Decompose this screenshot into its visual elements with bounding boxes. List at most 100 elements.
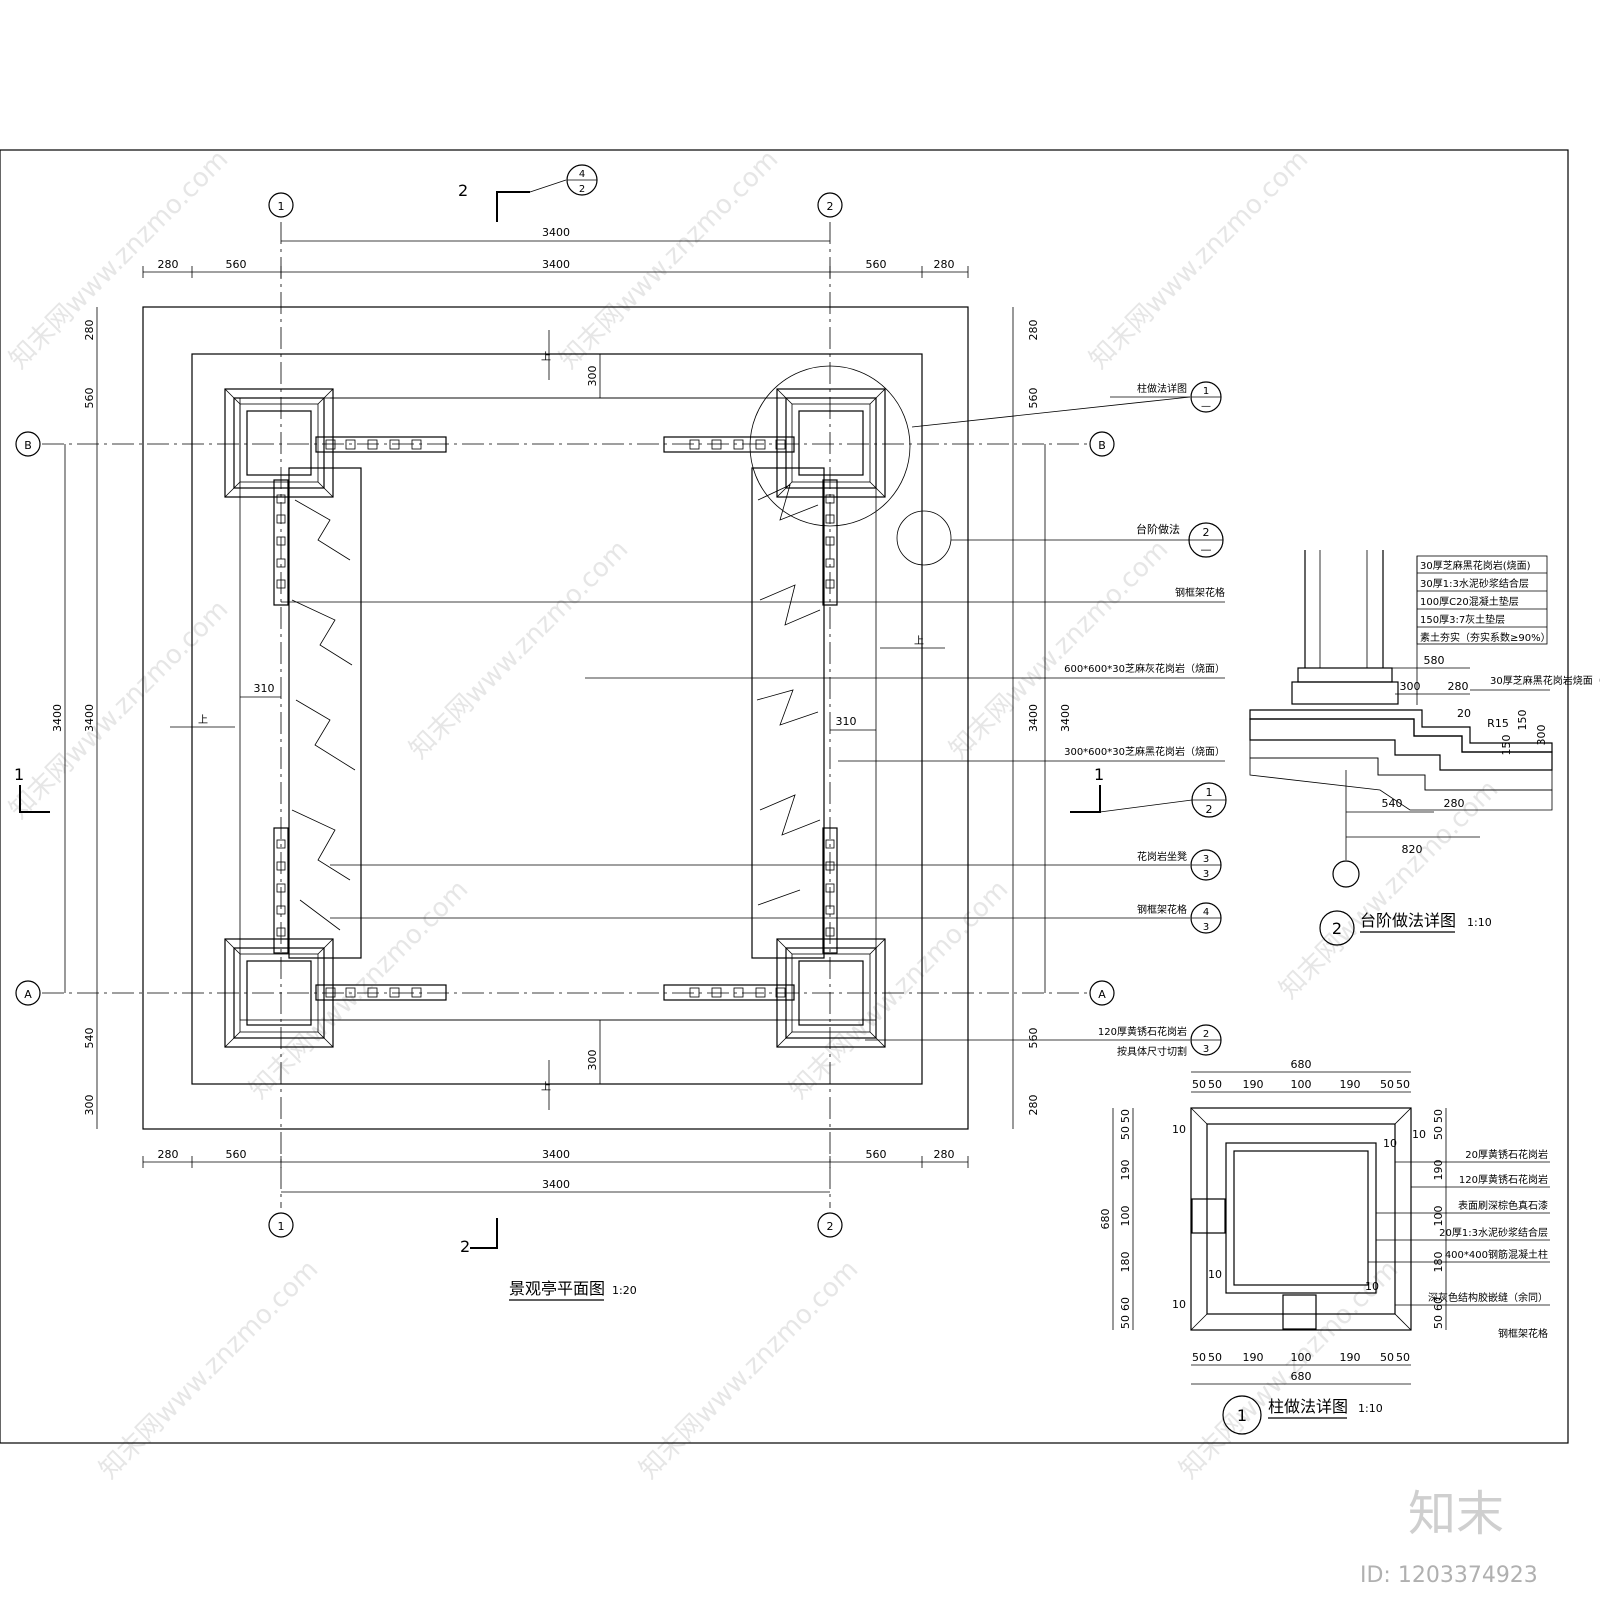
dim-3400: 3400 (83, 704, 96, 732)
dim-50: 50 (1119, 1126, 1132, 1140)
dim-190: 190 (1243, 1351, 1264, 1364)
plan-scale: 1:20 (612, 1284, 637, 1297)
dim-3400: 3400 (1027, 704, 1040, 732)
callout-den: — (1201, 543, 1212, 556)
column-label: 表面刷深棕色真石漆 (1458, 1199, 1548, 1212)
dim-310: 310 (254, 682, 275, 695)
column-b2 (776, 388, 886, 498)
dim-50: 50 (1208, 1351, 1222, 1364)
watermark-text: 知末网www.znzmo.com (554, 144, 785, 375)
dim-300: 300 (1400, 680, 1421, 693)
dim-560: 560 (866, 258, 887, 271)
callout-num: 3 (1203, 854, 1209, 865)
callout-num: 4 (1203, 907, 1209, 918)
dim-300: 300 (83, 1095, 96, 1116)
dim-60: 60 (1432, 1297, 1445, 1311)
up-mark: 上 (541, 1081, 551, 1093)
granite-bench-left (288, 467, 362, 959)
axis-bubble-A: A (1098, 988, 1106, 1001)
callout-num: 1 (1203, 386, 1209, 397)
layer-table: 30厚芝麻黑花岗岩(烧面) 30厚1:3水泥砂浆结合层 100厚C20混凝土垫层… (1416, 555, 1551, 705)
dim-280: 280 (934, 1148, 955, 1161)
dim-3400: 3400 (1059, 704, 1072, 732)
section-label-1: 1 (1094, 765, 1104, 784)
dim-20: 20 (1457, 707, 1471, 720)
dim-820: 820 (1402, 843, 1423, 856)
dim-280: 280 (1448, 680, 1469, 693)
column-detail-title: 柱做法详图 (1268, 1397, 1348, 1416)
column-detail-number: 1 (1237, 1406, 1247, 1425)
watermark-text: 知末网www.znzmo.com (244, 874, 475, 1105)
callout-text: 300*600*30芝麻黑花岗岩（烧面） (1064, 745, 1225, 758)
step-detail-number: 2 (1332, 919, 1342, 938)
dim-560: 560 (226, 1148, 247, 1161)
dim-280: 280 (934, 258, 955, 271)
column-label: 20厚1:3水泥砂浆结合层 (1439, 1226, 1548, 1239)
dim-3400: 3400 (51, 704, 64, 732)
dim-540: 540 (1382, 797, 1403, 810)
dim-3400: 3400 (542, 258, 570, 271)
dim-560: 560 (226, 258, 247, 271)
section-ref-top: 4 (579, 169, 585, 180)
dim-50: 50 (1192, 1078, 1206, 1091)
callout-text: 钢框架花格 (1175, 586, 1225, 599)
column-detail: 680 50 50 190 100 190 50 50 50 50 190 10… (1099, 1058, 1550, 1435)
callout-num: 2 (1203, 526, 1210, 539)
granite-bench-right (751, 467, 825, 959)
watermark-text: 知末网www.znzmo.com (784, 874, 1015, 1105)
dim-560: 560 (1027, 1028, 1040, 1049)
dim-280: 280 (1027, 320, 1040, 341)
dim-10: 10 (1383, 1137, 1397, 1150)
dim-280: 280 (83, 320, 96, 341)
bench-vein (291, 499, 356, 931)
column-a1 (224, 938, 334, 1048)
image-id: ID: 1203374923 (1360, 1563, 1538, 1588)
step-detail-title: 台阶做法详图 (1360, 911, 1456, 930)
axis-bubble (1332, 860, 1360, 888)
dim-50: 50 (1119, 1315, 1132, 1329)
dim-50: 50 (1432, 1315, 1445, 1329)
dim-280: 280 (158, 1148, 179, 1161)
dim-50: 50 (1432, 1109, 1445, 1123)
column-b1 (224, 388, 334, 498)
layer-label: 100厚C20混凝土垫层 (1420, 595, 1519, 608)
dim-190: 190 (1340, 1351, 1361, 1364)
dim-310: 310 (836, 715, 857, 728)
callout-text: 钢框架花格 (1137, 903, 1187, 916)
layer-label: 素土夯实（夯实系数≥90%） (1420, 631, 1551, 644)
callout-text: 120厚黄锈石花岗岩 (1098, 1025, 1187, 1038)
dim-280: 280 (1027, 1095, 1040, 1116)
callout-den: 3 (1203, 869, 1209, 880)
dim-280: 280 (1444, 797, 1465, 810)
dim-50: 50 (1192, 1351, 1206, 1364)
section-mark-2-top (496, 191, 530, 222)
pavilion-plan: 1 2 1 2 B B A A 3400 280 560 3400 560 28… (14, 164, 1115, 1301)
dim-680: 680 (1099, 1209, 1112, 1230)
dim-300: 300 (586, 1050, 599, 1071)
up-mark: 上 (541, 351, 551, 363)
dim-580: 580 (1424, 654, 1445, 667)
dim-300: 300 (1535, 725, 1548, 746)
plan-title: 景观亭平面图 (509, 1279, 605, 1298)
dim-100: 100 (1291, 1078, 1312, 1091)
dim-50: 50 (1432, 1126, 1445, 1140)
column-detail-scale: 1:10 (1358, 1402, 1383, 1415)
lattice-stub (1282, 1294, 1317, 1330)
earth-layer (1249, 757, 1553, 811)
column-label: 钢框架花格 (1498, 1327, 1548, 1340)
dim-150: 150 (1500, 735, 1513, 756)
callout-num: 1 (1206, 786, 1213, 799)
step-detail-scale: 1:10 (1467, 916, 1492, 929)
dim-10: 10 (1412, 1128, 1426, 1141)
watermark-text: 知末网www.znzmo.com (94, 1254, 325, 1485)
layer-label: 30厚1:3水泥砂浆结合层 (1420, 577, 1529, 590)
dim-100: 100 (1291, 1351, 1312, 1364)
dim-180: 180 (1119, 1252, 1132, 1273)
detail-circle-step (896, 510, 952, 566)
section-ref-bottom: 2 (579, 184, 585, 195)
watermark-layer: 知末网www.znzmo.com 知末网www.znzmo.com 知末网www… (4, 144, 1505, 1485)
callout-text: 台阶做法 (1136, 522, 1180, 536)
dim-680: 680 (1291, 1058, 1312, 1071)
dim-50: 50 (1396, 1351, 1410, 1364)
